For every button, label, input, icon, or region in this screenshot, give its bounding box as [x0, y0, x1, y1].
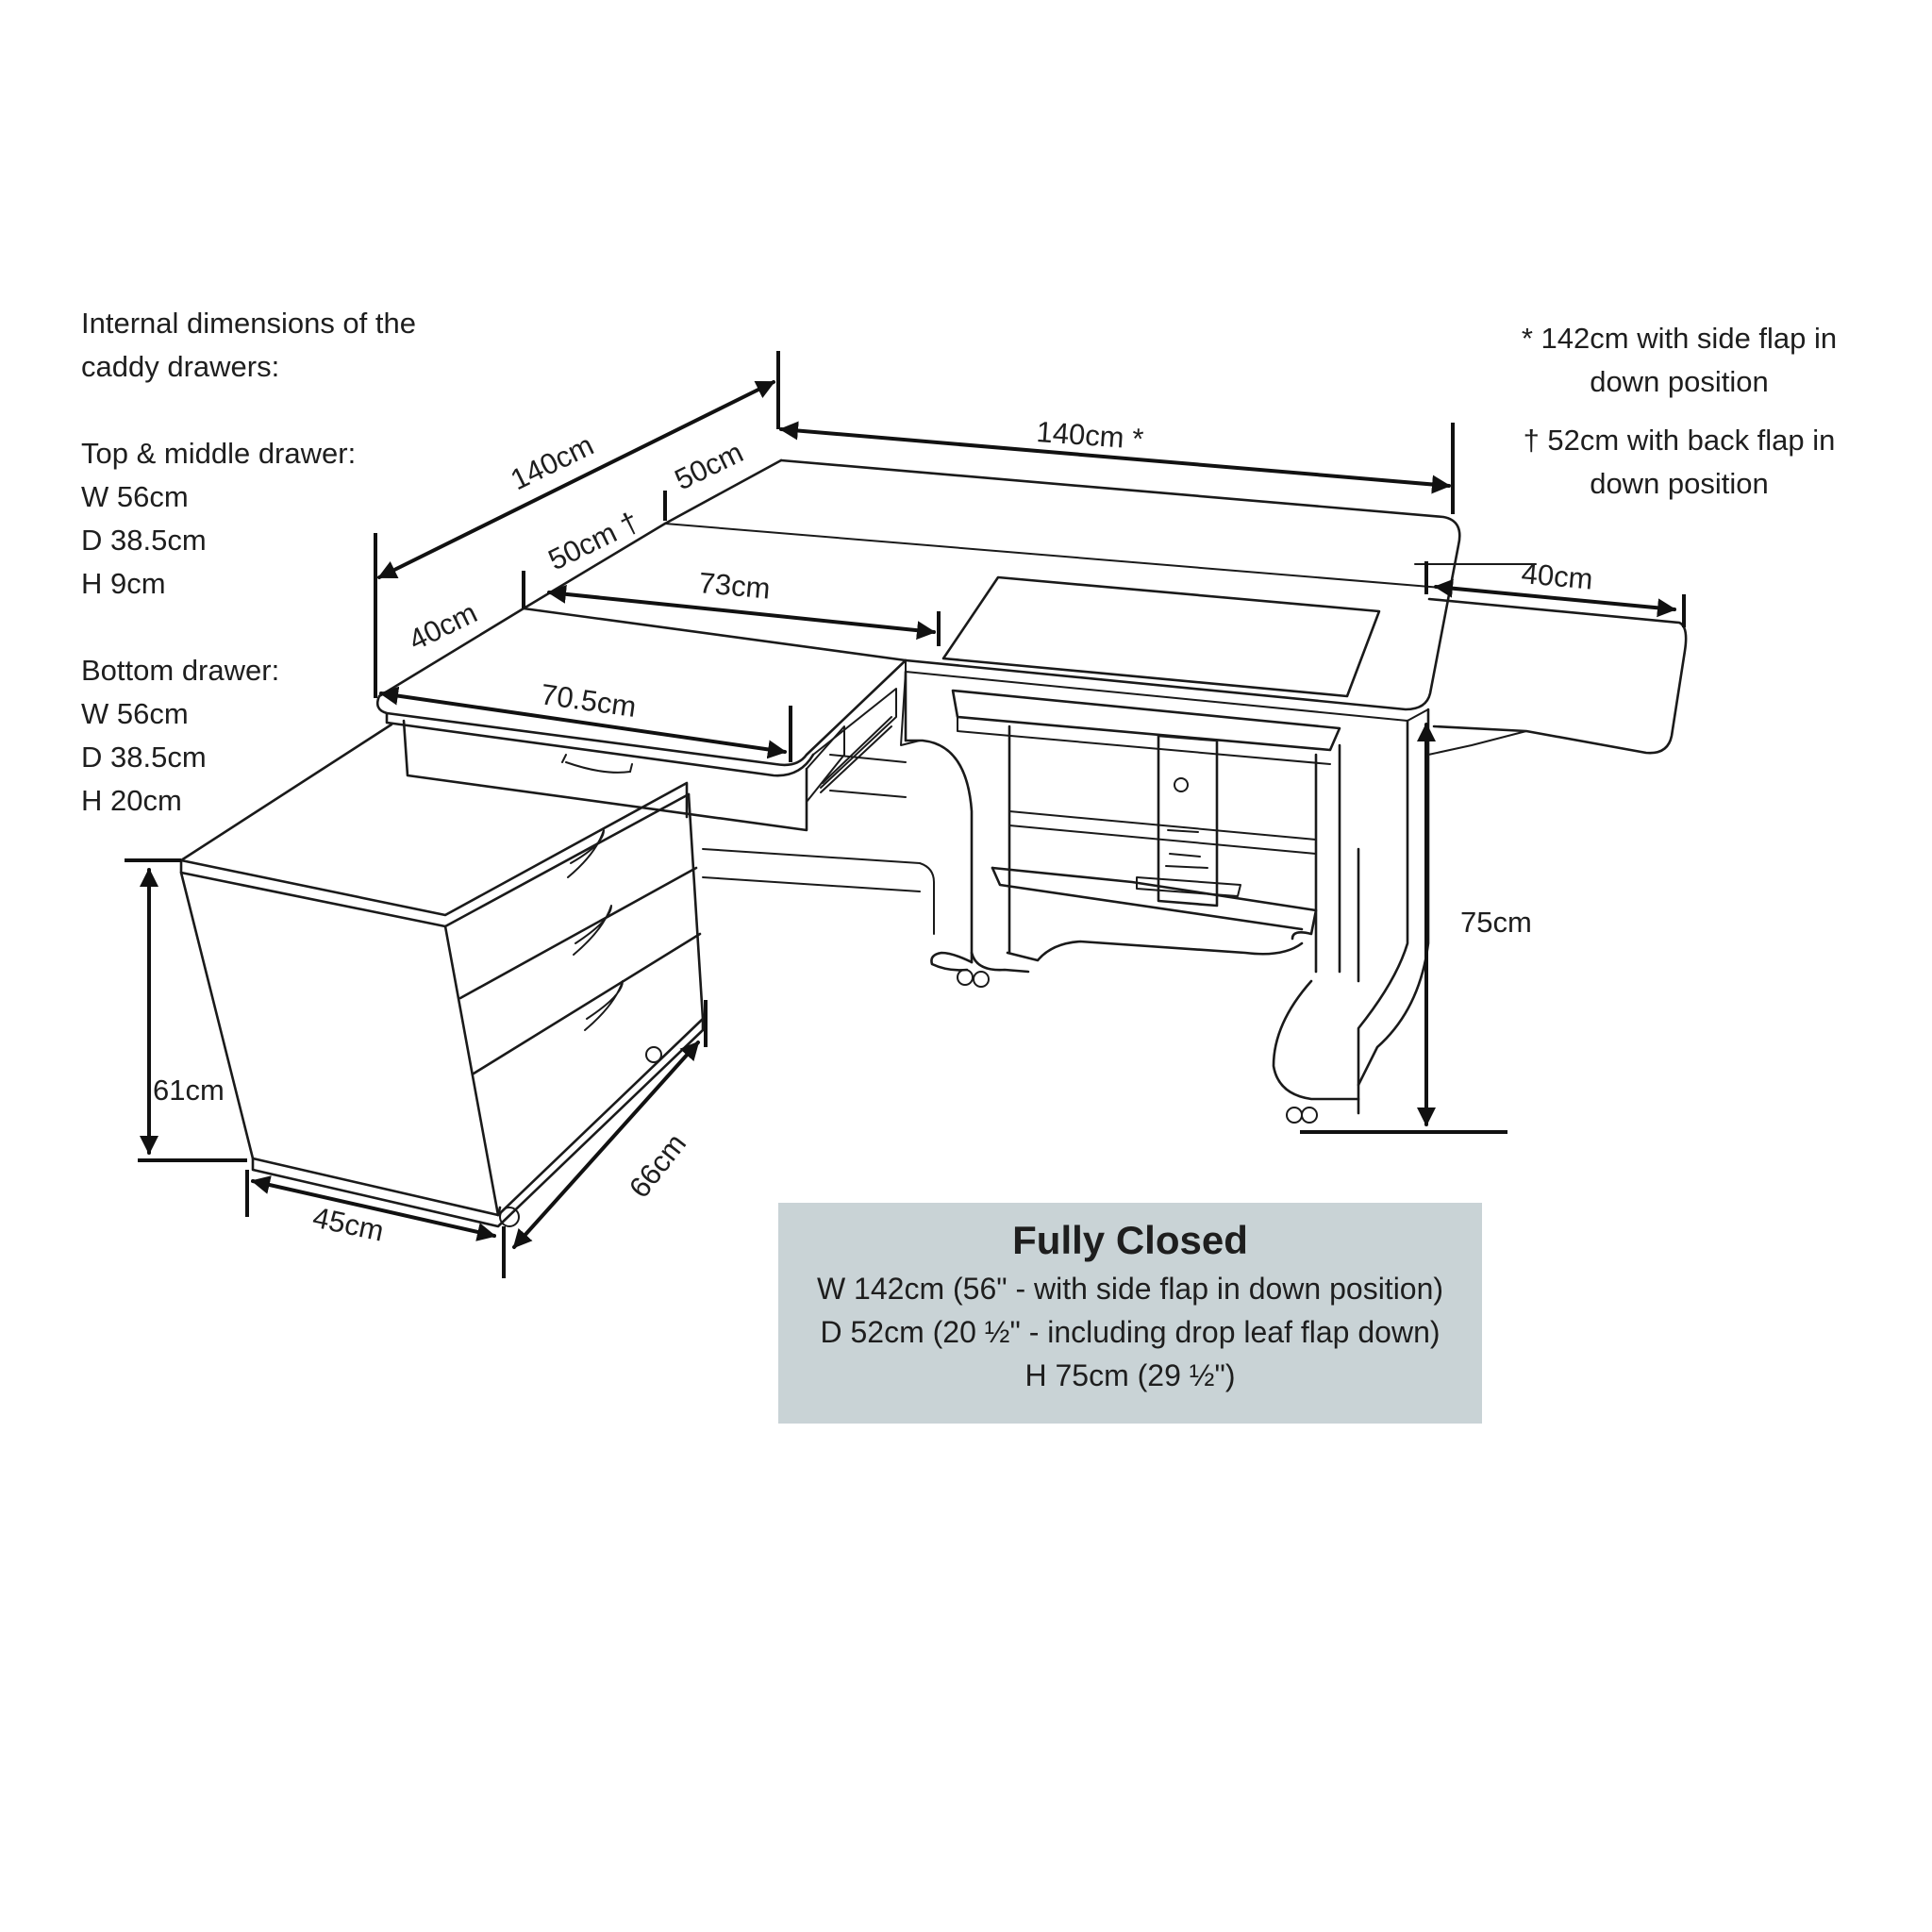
spacer [1472, 404, 1887, 419]
bottom-depth: D 38.5cm [81, 741, 207, 774]
dagger-note-line-1: † 52cm with back flap in [1523, 424, 1836, 457]
label-caddy-depth: 66cm [623, 1127, 692, 1204]
fully-closed-summary: Fully Closed W 142cm (56" - with side fl… [778, 1203, 1482, 1424]
dagger-note-line-2: down position [1590, 467, 1769, 500]
bottom-drawer-title: Bottom drawer: [81, 654, 280, 687]
label-length-left: 140cm [506, 428, 599, 496]
label-caddy-height: 61cm [153, 1074, 225, 1107]
flap-notes: * 142cm with side flap in down position … [1472, 317, 1887, 506]
extension-table [375, 522, 921, 832]
main-cabinet [663, 458, 1465, 1124]
spacer [81, 606, 416, 649]
summary-depth: D 52cm (20 ½" - including drop leaf flap… [820, 1315, 1441, 1349]
top-middle-width: W 56cm [81, 480, 189, 513]
top-middle-height: H 9cm [81, 567, 166, 600]
bottom-height: H 20cm [81, 784, 182, 817]
bottom-width: W 56cm [81, 697, 189, 730]
notes-heading-line-2: caddy drawers: [81, 350, 280, 383]
label-side-flap: 40cm [1520, 557, 1594, 595]
summary-title: Fully Closed [1012, 1218, 1248, 1262]
label-top-width: 140cm * [1036, 415, 1145, 456]
side-flap [1414, 563, 1688, 756]
notes-heading-line-1: Internal dimensions of the [81, 307, 416, 340]
top-middle-drawer-title: Top & middle drawer: [81, 437, 357, 470]
dimension-lines [125, 351, 1686, 1278]
label-height: 75cm [1460, 906, 1532, 939]
top-middle-depth: D 38.5cm [81, 524, 207, 557]
star-note-line-1: * 142cm with side flap in [1521, 322, 1838, 355]
star-note-line-2: down position [1590, 365, 1769, 398]
summary-height: H 75cm (29 ½") [1024, 1358, 1236, 1392]
spacer [81, 389, 416, 432]
label-back-top: 50cm [670, 436, 748, 497]
summary-width: W 142cm (56" - with side flap in down po… [816, 1272, 1444, 1306]
label-extension: 73cm [697, 566, 772, 605]
caddy-drawer-notes: Internal dimensions of the caddy drawers… [81, 302, 416, 823]
